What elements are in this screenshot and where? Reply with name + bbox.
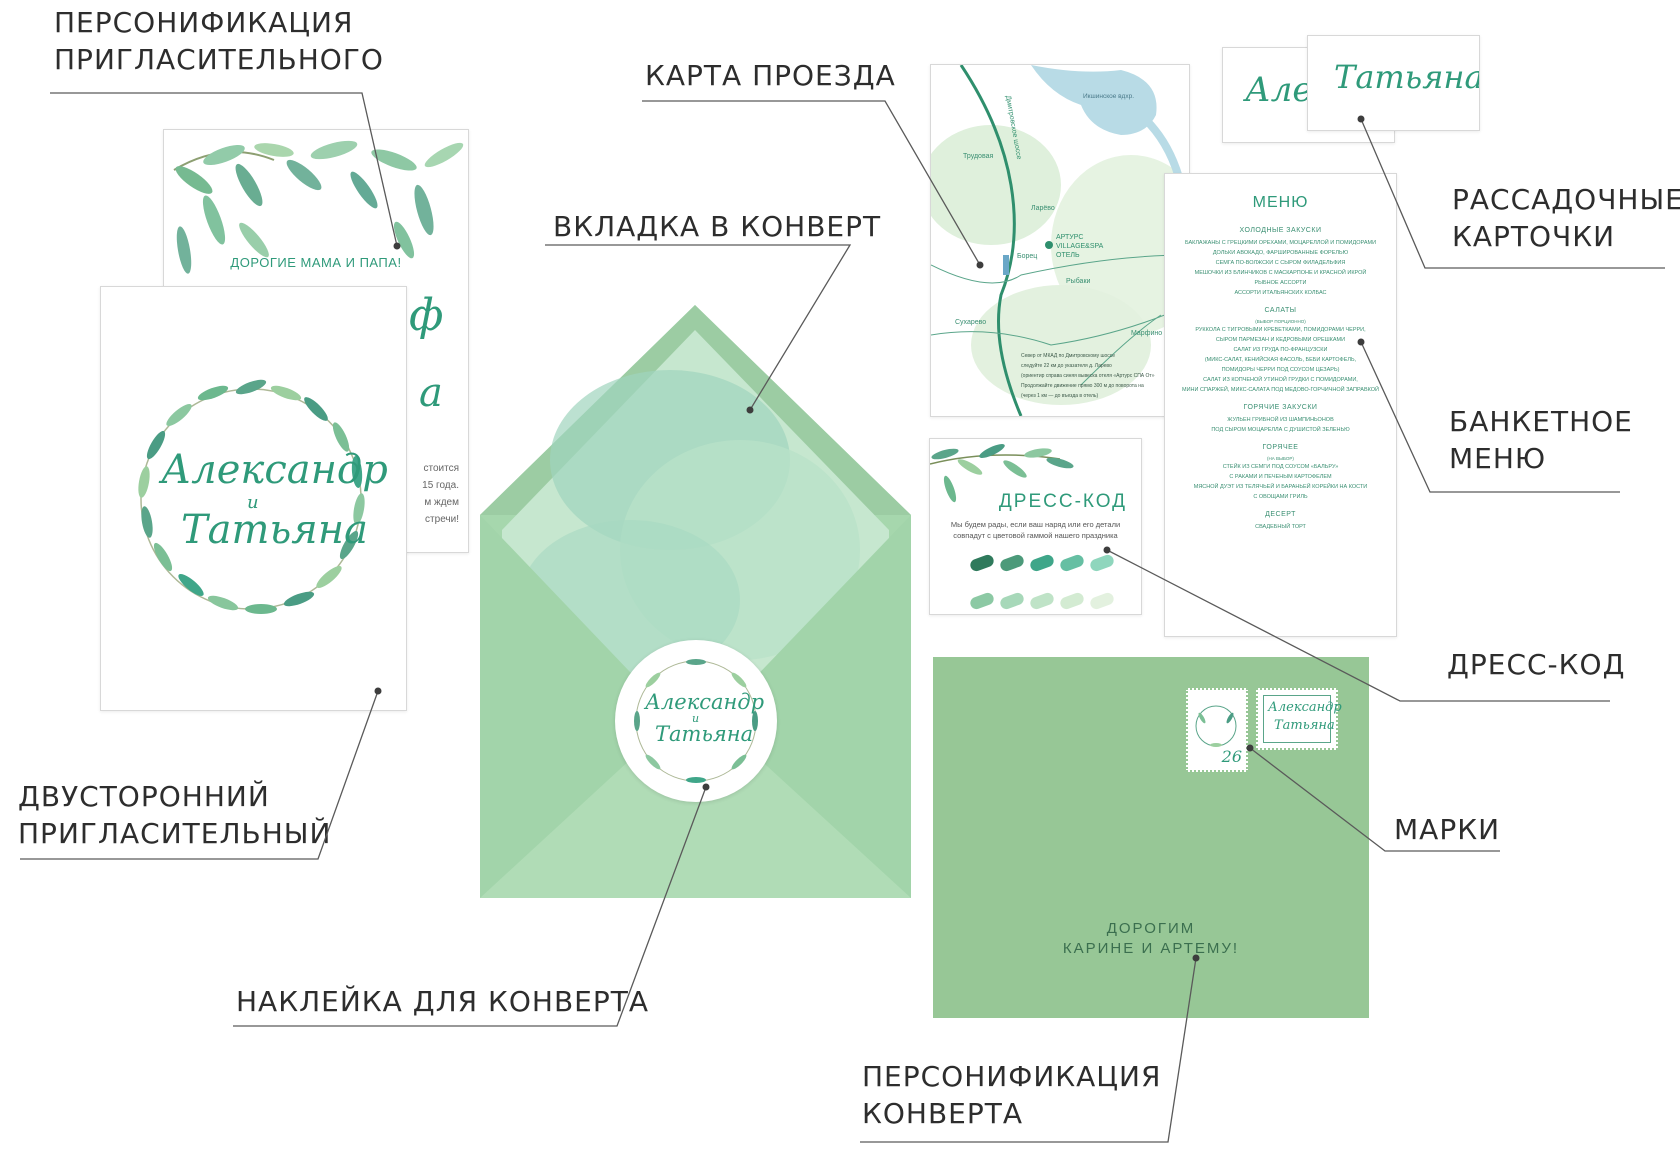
place-card-front: Татьяна xyxy=(1307,35,1480,131)
menu-section-head: ХОЛОДНЫЕ ЗАКУСКИ xyxy=(1239,227,1322,234)
back-envelope: 26 Александр Татьяна ДОРОГИМ КАРИНЕ И АР… xyxy=(933,657,1369,1018)
menu-item: (МИКС-САЛАТ, КЕНИЙСКАЯ ФАСОЛЬ, БЕБИ КАРТ… xyxy=(1204,357,1357,363)
sticker-name-1: Александр xyxy=(645,690,765,714)
menu-item: РЫБНОЕ АССОРТИ xyxy=(1254,280,1307,286)
stamp-1-wreath xyxy=(1195,705,1237,747)
menu-item: ПОД СЫРОМ МОЦАРЕЛЛА С ДУШИСТОЙ ЗЕЛЕНЬЮ xyxy=(1211,427,1350,433)
place-card-front-name: Татьяна xyxy=(1334,58,1480,96)
label-dress-code: ДРЕСС-КОД xyxy=(1447,648,1626,681)
menu-section-head: САЛАТЫ xyxy=(1264,307,1297,314)
color-swatch xyxy=(998,553,1026,573)
menu-item: СТЕЙК ИЗ СЕМГИ ПОД СОУСОМ «БАЛЬРУ» xyxy=(1222,464,1339,470)
envelope-sticker: Александр и Татьяна xyxy=(615,640,777,802)
color-swatch xyxy=(968,553,996,573)
map-village-4: Рыбаки xyxy=(1066,278,1091,285)
menu-section-head: ГОРЯЧЕЕ xyxy=(1262,444,1299,451)
stamp-2-name-1: Александр xyxy=(1268,700,1342,715)
menu-section-head: ДЕСЕРТ xyxy=(1265,511,1296,518)
invitation-back-text: стоится 15 года. м ждем стречи! xyxy=(422,463,459,525)
color-swatch xyxy=(1058,553,1086,573)
invitation-front-card: Александр и Татьяна xyxy=(100,286,407,711)
stamp-number: 26 xyxy=(1221,747,1242,766)
menu-body: ХОЛОДНЫЕ ЗАКУСКИ БАКЛАЖАНЫ С ГРЕЦКИМИ ОРЕ… xyxy=(1173,218,1388,532)
place-card-back-name: Але xyxy=(1245,70,1313,110)
sticker-wreath xyxy=(634,659,758,783)
menu-item: БАКЛАЖАНЫ С ГРЕЦКИМИ ОРЕХАМИ, МОЦАРЕЛЛОЙ… xyxy=(1184,240,1377,246)
couple-name-1: Александр xyxy=(161,447,388,493)
label-envelope-sticker: НАКЛЕЙКА ДЛЯ КОНВЕРТА xyxy=(236,985,650,1018)
color-swatch xyxy=(1028,591,1056,611)
label-stamps: МАРКИ xyxy=(1394,813,1501,846)
menu-item: САЛАТ ИЗ КОПЧЕНОЙ УТИНОЙ ГРУДКИ С ПОМИДО… xyxy=(1203,377,1358,383)
map-village-5: Сухарево xyxy=(955,319,987,326)
menu-item: МЕШОЧКИ ИЗ БЛИНЧИКОВ С МАСКАРПОНЕ И КРАС… xyxy=(1194,270,1367,276)
menu-item: МЯСНОЙ ДУЭТ ИЗ ТЕЛЯЧЬЕЙ И БАРАНЬЕЙ КОРЕЙ… xyxy=(1193,484,1368,490)
dress-code-leaves xyxy=(930,444,1074,503)
label-envelope-personalization: ПЕРСОНИФИКАЦИЯ КОНВЕРТА xyxy=(862,1060,1162,1130)
sticker-conj: и xyxy=(692,712,700,725)
menu-item: МИНИ СПАРЖЕЙ, МИКС-САЛАТА ПОД МЕДОВО-ГОР… xyxy=(1181,387,1380,393)
label-banquet-menu: БАНКЕТНОЕ МЕНЮ xyxy=(1449,405,1633,475)
envelope-address: ДОРОГИМ КАРИНЕ И АРТЕМУ! xyxy=(1062,920,1240,957)
map-village-2: Ларёво xyxy=(1031,205,1055,212)
invitation-back-script-fragment: ф xyxy=(409,290,444,341)
stamp-2: Александр Татьяна xyxy=(1256,688,1342,750)
dress-code-text: Мы будем рады, если ваш наряд или его де… xyxy=(950,520,1121,540)
color-swatch xyxy=(1058,591,1086,611)
menu-section-sub: (НА ВЫБОР) xyxy=(1267,456,1294,461)
dress-code-card: ДРЕСС-КОД Мы будем рады, если ваш наряд … xyxy=(929,438,1142,615)
color-swatch xyxy=(1088,591,1116,611)
envelope-shape xyxy=(480,305,911,898)
menu-item: АССОРТИ ИТАЛЬЯНСКИХ КОЛБАС xyxy=(1234,290,1327,296)
menu-item: ЖУЛЬЕН ГРИБНОЙ ИЗ ШАМПИНЬОНОВ xyxy=(1227,417,1334,423)
map-illustration xyxy=(931,65,1189,416)
menu-item: С ОВОЩАМИ ГРИЛЬ xyxy=(1253,494,1308,500)
menu-item: СВАДЕБНЫЙ ТОРТ xyxy=(1255,524,1306,530)
color-swatch xyxy=(1088,553,1116,573)
invitation-greeting: ДОРОГИЕ МАМА И ПАПА! xyxy=(230,255,402,270)
menu-section-head: ГОРЯЧИЕ ЗАКУСКИ xyxy=(1243,404,1318,411)
couple-name-2: Татьяна xyxy=(181,507,368,553)
couple-conj: и xyxy=(247,492,259,513)
menu-item: САЛАТ ИЗ ГРУДА ПО-ФРАНЦУЗСКИ xyxy=(1233,347,1328,353)
menu-item: СЕМГА ПО-ВОЛЖСКИ С СЫРОМ ФИЛАДЕЛЬФИЯ xyxy=(1215,260,1346,266)
menu-item: РУККОЛА С ТИГРОВЫМИ КРЕВЕТКАМИ, ПОМИДОРА… xyxy=(1195,327,1366,333)
menu-card: МЕНЮ ХОЛОДНЫЕ ЗАКУСКИ БАКЛАЖАНЫ С ГРЕЦКИМ… xyxy=(1164,173,1397,637)
map-hotel-label: АРТУРС VILLAGE&SPA ОТЕЛЬ xyxy=(1056,234,1104,259)
sticker-name-2: Татьяна xyxy=(655,722,754,746)
label-double-invitation: ДВУСТОРОННИЙ ПРИГЛАСИТЕЛЬНЫЙ xyxy=(18,780,332,850)
color-swatch xyxy=(968,591,996,611)
label-envelope-insert: ВКЛАДКА В КОНВЕРТ xyxy=(553,210,882,243)
map-village-6: Марфино xyxy=(1131,330,1163,337)
color-swatch xyxy=(998,591,1026,611)
map-card: Дмитровское шоссе Икшинское вдхр. Трудов… xyxy=(930,64,1190,417)
label-map: КАРТА ПРОЕЗДА xyxy=(645,59,896,92)
map-village-1: Трудовая xyxy=(963,153,994,160)
dress-code-title: ДРЕСС-КОД xyxy=(998,491,1127,512)
menu-item: С РАКАМИ И ПЕЧЕНЫМ КАРТОФЕЛЕМ xyxy=(1229,474,1332,480)
menu-title: МЕНЮ xyxy=(1252,194,1309,211)
wreath-illustration xyxy=(138,379,365,614)
label-place-cards: РАССАДОЧНЫЕ КАРТОЧКИ xyxy=(1452,183,1680,253)
envelope-front: Александр и Татьяна xyxy=(480,300,911,898)
map-lake-label: Икшинское вдхр. xyxy=(1083,93,1134,100)
menu-section-sub: (ВЫБОР ПОРЦИОННО) xyxy=(1255,319,1306,324)
label-personalization-invitation: ПЕРСОНИФИКАЦИЯ ПРИГЛАСИТЕЛЬНОГО xyxy=(54,6,384,76)
stamp-1: 26 xyxy=(1186,688,1248,772)
color-swatch xyxy=(1028,553,1056,573)
map-directions: Север от МКАД по Дмитровскому шоссе след… xyxy=(1021,353,1155,399)
invitation-back-script-fragment-2: а xyxy=(419,370,443,416)
stamp-2-name-2: Татьяна xyxy=(1274,718,1335,733)
map-village-3: Борец xyxy=(1017,253,1038,260)
menu-item: ПОМИДОРЫ ЧЕРРИ ПОД СОУСОМ ЦЕЗАРЬ) xyxy=(1221,367,1340,373)
menu-item: СЫРОМ ПАРМЕЗАН И КЕДРОВЫМИ ОРЕШКАМИ xyxy=(1215,337,1346,343)
menu-item: ДОЛЬКИ АВОКАДО, ФАРШИРОВАННЫЕ ФОРЕЛЬЮ xyxy=(1212,250,1349,256)
